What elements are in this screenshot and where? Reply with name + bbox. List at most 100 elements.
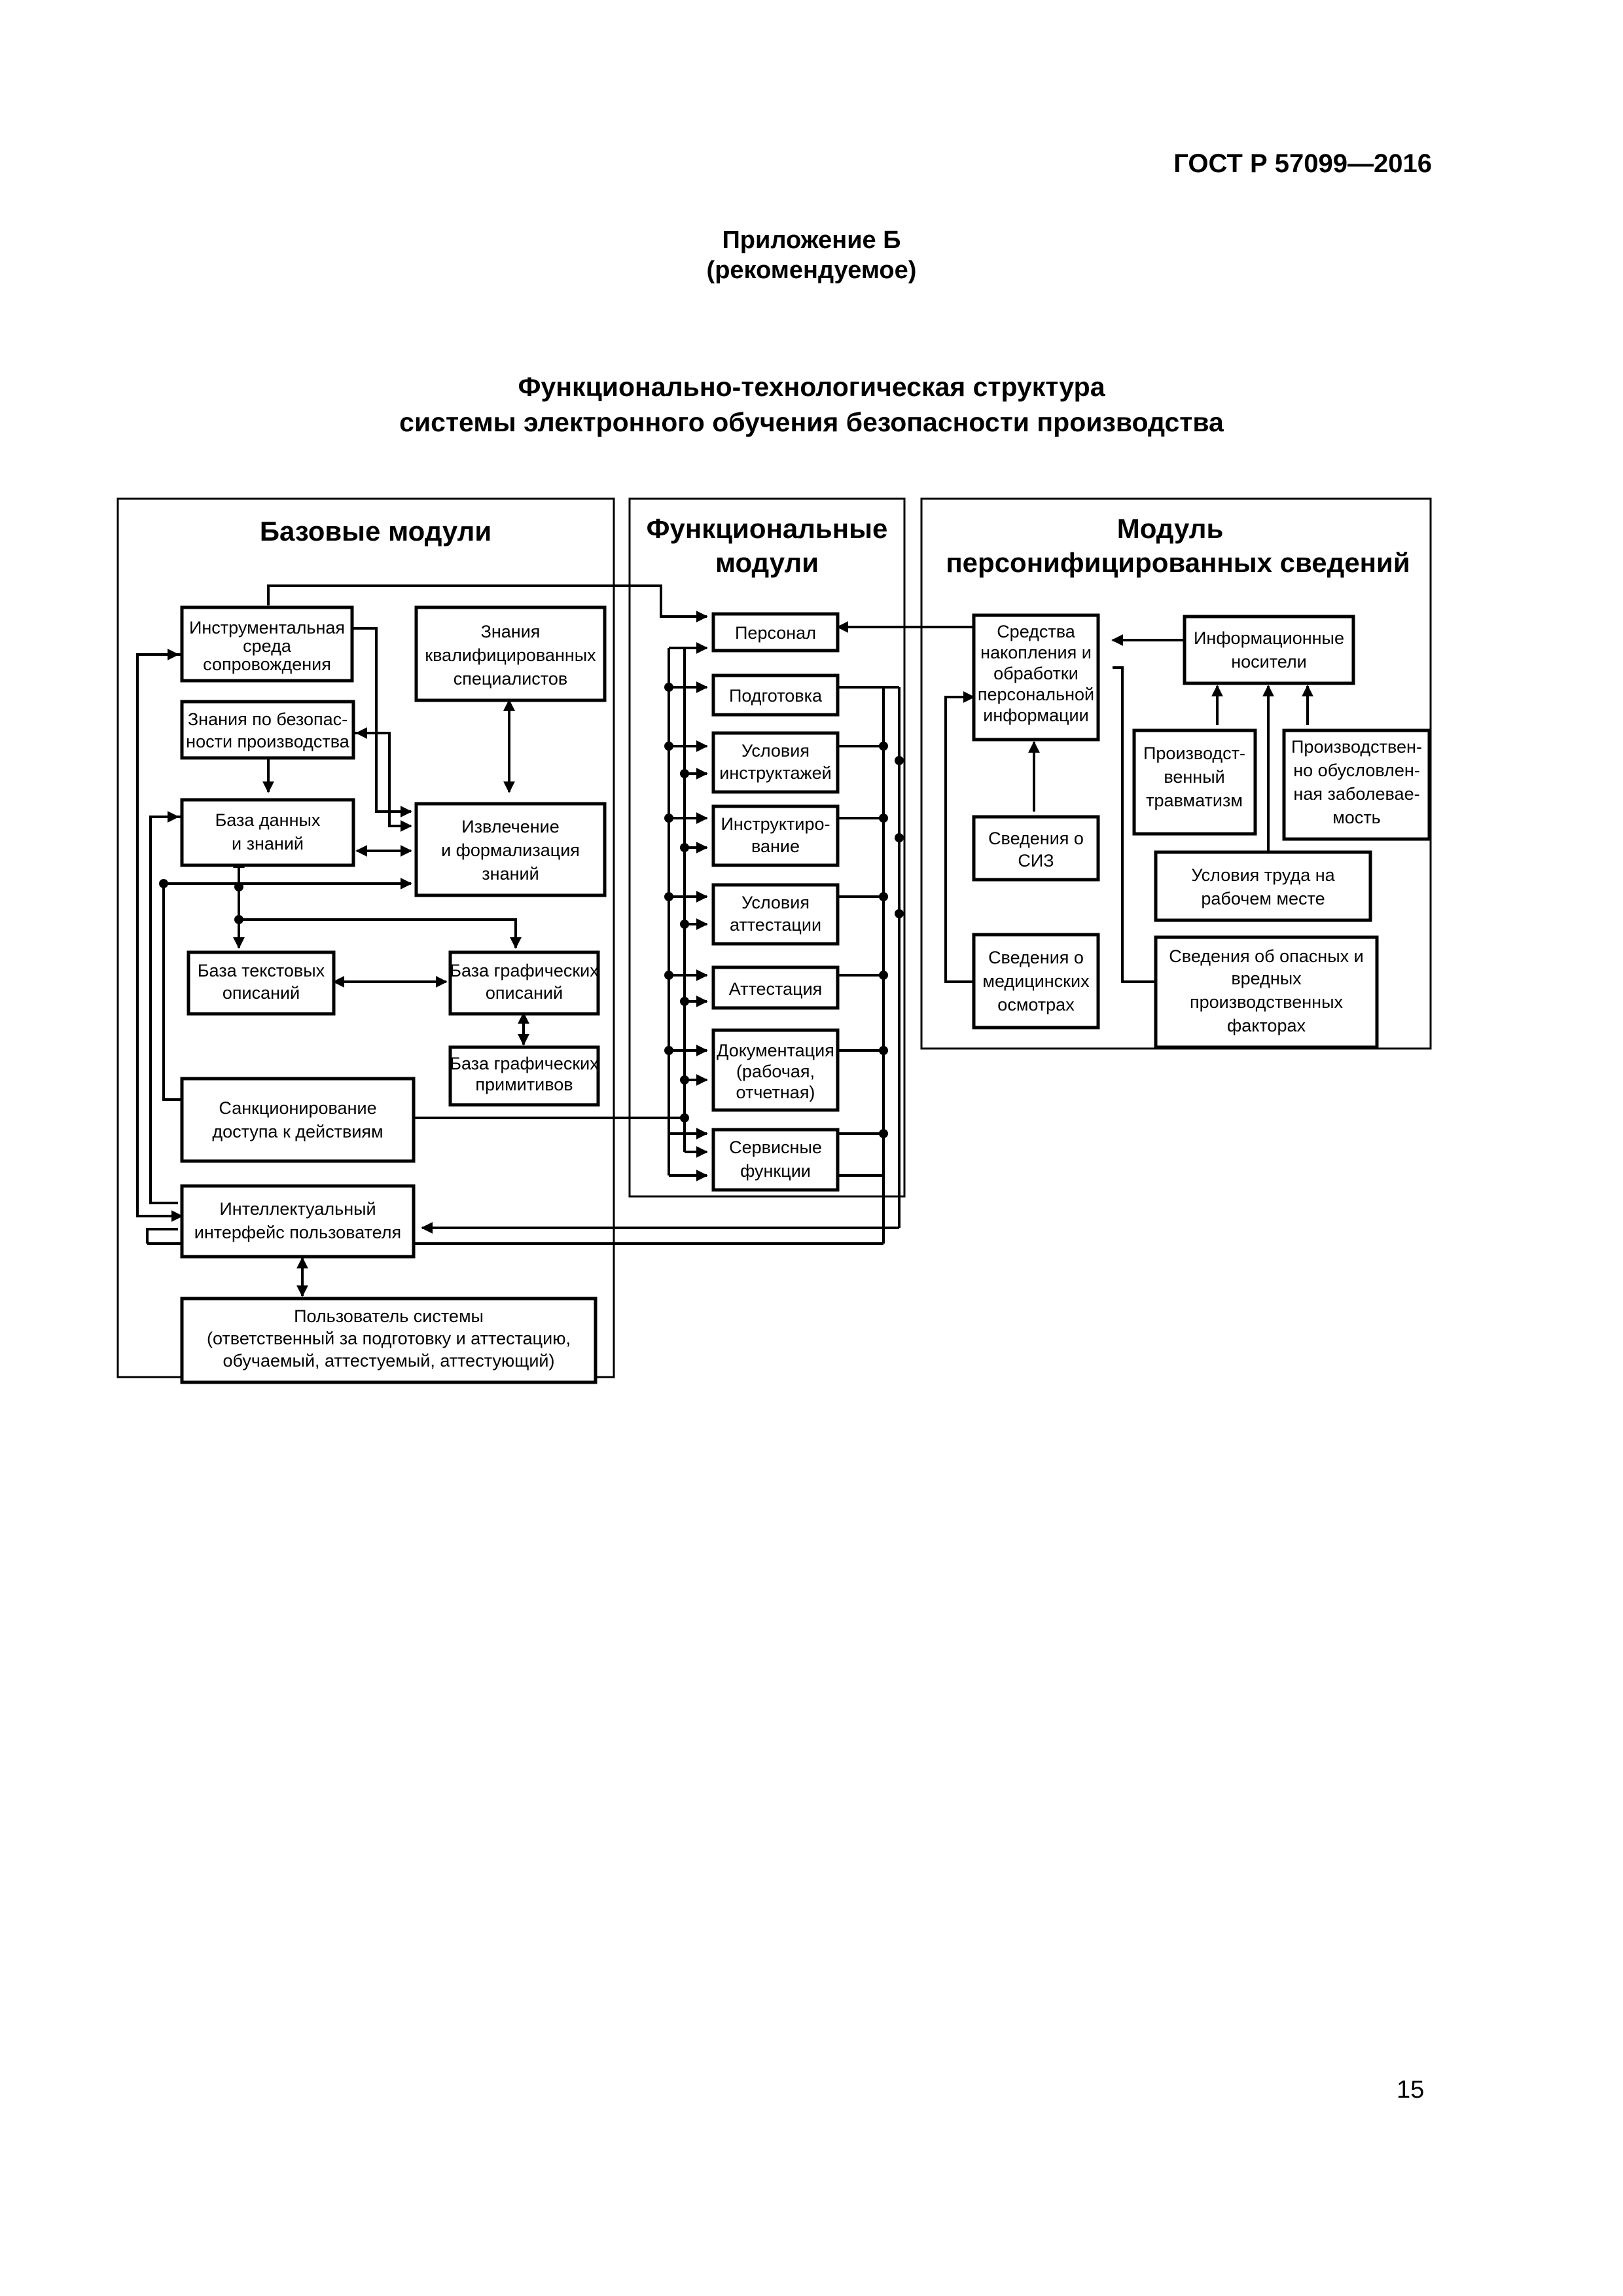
box-briefing-conditions: Условия инструктажей [711, 731, 840, 794]
svg-text:Сведения об опасных и: Сведения об опасных и [1169, 946, 1363, 966]
svg-text:Интеллектуальный: Интеллектуальный [219, 1199, 376, 1219]
svg-text:Аттестация: Аттестация [729, 979, 823, 999]
box-workplace-conditions: Условия труда на рабочем месте [1154, 850, 1372, 922]
svg-text:интерфейс пользователя: интерфейс пользователя [194, 1223, 401, 1242]
svg-text:информации: информации [983, 706, 1088, 725]
svg-text:и знаний: и знаний [232, 834, 304, 853]
box-graphic-base: База графических описаний [448, 950, 600, 1016]
page-number: 15 [1397, 2076, 1425, 2104]
box-accumulation-tools: Средства накопления и обработки персонал… [972, 613, 1100, 742]
svg-text:вредных: вредных [1231, 969, 1302, 988]
svg-text:Условия: Условия [741, 893, 810, 912]
box-service-functions: Сервисные функции [711, 1128, 840, 1192]
box-personnel: Персонал [711, 612, 840, 653]
svg-text:сопровождения: сопровождения [203, 655, 331, 674]
svg-text:База графических: База графических [450, 1054, 599, 1073]
box-occupational-injuries: Производст- венный травматизм [1132, 728, 1257, 836]
svg-text:аттестации: аттестации [730, 915, 821, 935]
svg-text:Знания по безопас-: Знания по безопас- [188, 709, 348, 729]
base-connectors [136, 584, 901, 1297]
svg-text:Сведения о: Сведения о [988, 829, 1084, 848]
box-hazard-factors: Сведения об опасных и вредных производст… [1154, 935, 1379, 1049]
box-text-base: База текстовых описаний [187, 950, 336, 1016]
box-attestation: Аттестация [711, 965, 840, 1010]
svg-text:описаний: описаний [223, 983, 300, 1003]
svg-text:Производст-: Производст- [1143, 744, 1245, 763]
svg-text:Документация: Документация [717, 1041, 834, 1060]
box-medical-exams: Сведения о медицинских осмотрах [972, 933, 1100, 1030]
svg-text:мость: мость [1332, 808, 1381, 827]
svg-text:описаний: описаний [486, 983, 563, 1003]
svg-text:и формализация: и формализация [441, 840, 580, 860]
svg-text:осмотрах: осмотрах [997, 995, 1075, 1014]
svg-text:специалистов: специалистов [454, 669, 567, 689]
svg-text:Условия: Условия [741, 741, 810, 761]
svg-text:Персонал: Персонал [735, 623, 816, 643]
svg-text:Сведения о: Сведения о [988, 948, 1084, 967]
svg-text:Знания: Знания [481, 622, 541, 641]
svg-text:примитивов: примитивов [475, 1075, 573, 1094]
svg-text:производственных: производственных [1190, 992, 1343, 1012]
svg-text:База текстовых: База текстовых [198, 961, 325, 980]
svg-text:функции: функции [740, 1161, 811, 1181]
svg-text:травматизм: травматизм [1146, 791, 1243, 810]
figure-title-line2: системы электронного обучения безопаснос… [399, 407, 1224, 437]
svg-text:Производствен-: Производствен- [1291, 737, 1422, 757]
svg-text:Средства: Средства [997, 622, 1076, 641]
box-access-authorization: Санкционирование доступа к действиям [180, 1077, 416, 1163]
svg-text:Санкционирование: Санкционирование [219, 1098, 376, 1118]
svg-text:медицинских: медицинских [982, 971, 1090, 991]
box-documentation: Документация (рабочая, отчетная) [711, 1028, 840, 1112]
box-instrumental-environment: Инструментальная среда сопровождения [180, 605, 354, 683]
box-training: Подготовка [711, 673, 840, 717]
box-knowledge-extraction: Извлечение и формализация знаний [414, 802, 607, 897]
functional-connectors [146, 621, 974, 1245]
svg-text:отчетная): отчетная) [736, 1083, 815, 1102]
functional-header-line1: Функциональные [647, 513, 888, 544]
svg-text:База графических: База графических [450, 961, 599, 980]
appendix-title: Приложение Б [722, 226, 901, 254]
box-safety-knowledge: Знания по безопас- ности производства [180, 700, 355, 760]
box-ppe-info: Сведения о СИЗ [972, 815, 1100, 882]
svg-text:ности производства: ности производства [186, 732, 350, 751]
base-modules-header: Базовые модули [260, 516, 491, 547]
svg-text:доступа к действиям: доступа к действиям [212, 1122, 383, 1141]
box-primitives-base: База графических примитивов [448, 1045, 600, 1107]
svg-text:факторах: факторах [1227, 1016, 1306, 1035]
svg-text:обучаемый, аттестуемый, аттест: обучаемый, аттестуемый, аттестующий) [223, 1351, 554, 1371]
svg-text:Инструктиро-: Инструктиро- [721, 814, 830, 834]
svg-text:но обусловлен-: но обусловлен- [1293, 761, 1419, 780]
svg-text:Инструментальная: Инструментальная [189, 618, 345, 637]
box-information-media: Информационные носители [1183, 615, 1355, 685]
svg-text:вание: вание [751, 836, 800, 856]
svg-text:обработки: обработки [993, 664, 1079, 683]
svg-text:рабочем месте: рабочем месте [1201, 889, 1325, 908]
svg-text:СИЗ: СИЗ [1018, 851, 1054, 870]
svg-text:Сервисные: Сервисные [729, 1138, 822, 1157]
svg-text:накопления и: накопления и [980, 643, 1092, 662]
svg-text:носители: носители [1231, 652, 1307, 672]
box-attestation-conditions: Условия аттестации [711, 883, 840, 946]
standard-number: ГОСТ Р 57099—2016 [1173, 149, 1432, 178]
box-database: База данных и знаний [180, 798, 355, 867]
personal-header-line1: Модуль [1117, 513, 1224, 544]
box-intelligent-ui: Интеллектуальный интерфейс пользователя [180, 1184, 416, 1259]
svg-text:квалифицированных: квалифицированных [425, 645, 596, 665]
svg-text:Извлечение: Извлечение [461, 817, 559, 836]
svg-text:Информационные: Информационные [1194, 628, 1344, 648]
appendix-type: (рекомендуемое) [706, 257, 917, 284]
svg-text:Пользователь системы: Пользователь системы [294, 1306, 484, 1326]
svg-text:венный: венный [1164, 767, 1224, 787]
personal-connectors [944, 634, 1313, 983]
svg-text:Подготовка: Подготовка [729, 686, 823, 706]
svg-text:инструктажей: инструктажей [719, 763, 831, 783]
svg-text:персональной: персональной [978, 685, 1094, 704]
svg-text:знаний: знаний [482, 864, 539, 884]
panel-functional-modules [628, 497, 906, 1198]
box-briefing: Инструктиро- вание [711, 804, 840, 867]
svg-text:(рабочая,: (рабочая, [736, 1062, 815, 1081]
svg-text:среда: среда [243, 636, 292, 656]
svg-text:(ответственный за подготовку и: (ответственный за подготовку и аттестаци… [207, 1329, 571, 1348]
box-occupational-diseases: Производствен- но обусловлен- ная заболе… [1282, 728, 1431, 841]
